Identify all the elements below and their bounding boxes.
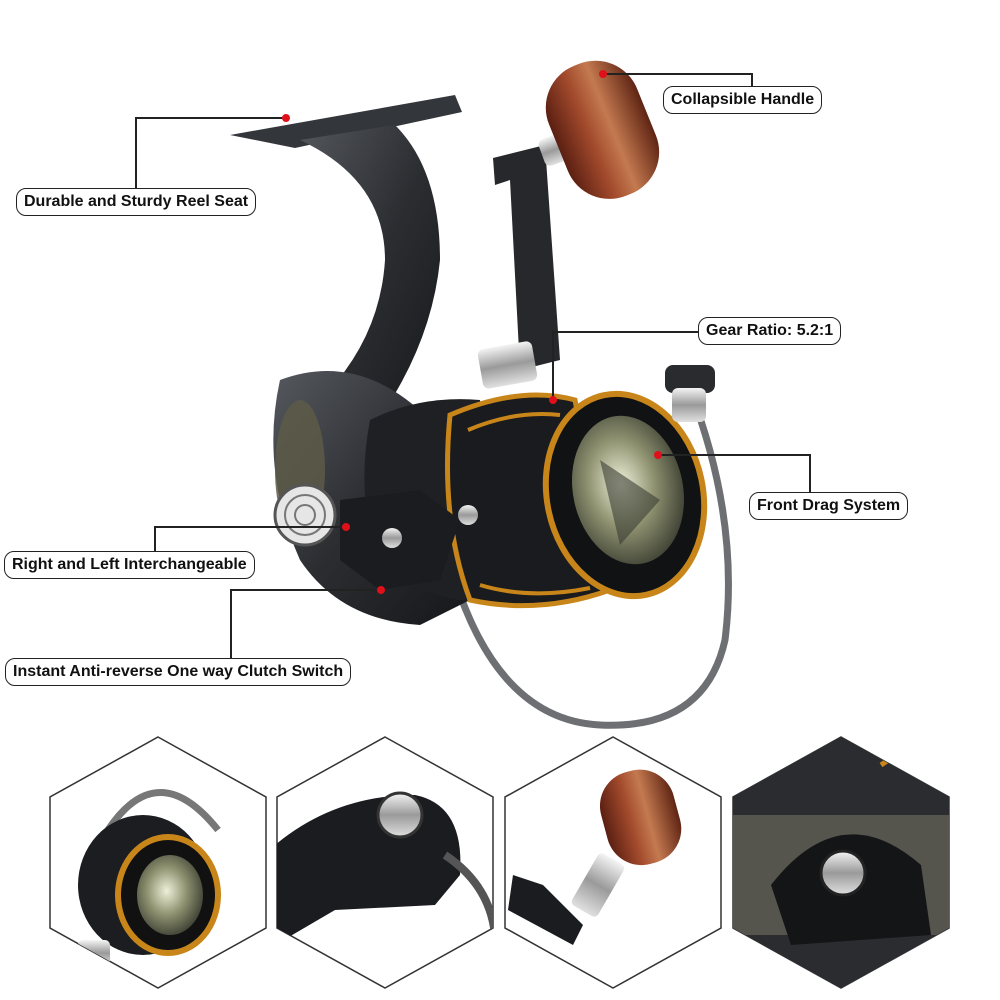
main-reel-image	[135, 60, 811, 729]
detail-thumb-spool	[49, 736, 267, 989]
wood-knob	[545, 60, 660, 199]
leader-lines	[135, 73, 811, 658]
bail-wire	[451, 386, 732, 729]
callout-reel-seat: Durable and Sturdy Reel Seat	[16, 188, 257, 216]
side-knob	[273, 483, 337, 547]
reel-seat-foot	[230, 95, 462, 148]
callout-gear-ratio: Gear Ratio: 5.2:1	[698, 317, 842, 345]
detail-thumb-clutch	[732, 736, 950, 989]
callout-clutch: Instant Anti-reverse One way Clutch Swit…	[5, 658, 352, 686]
detail-thumb-handle	[504, 736, 722, 989]
callout-handle: Collapsible Handle	[663, 86, 823, 114]
callout-front-drag: Front Drag System	[749, 492, 909, 520]
callout-interchangeable: Right and Left Interchangeable	[4, 551, 255, 579]
detail-thumb-bracket	[276, 736, 494, 989]
handle-arm	[493, 145, 560, 370]
reel-stem	[295, 125, 440, 450]
leader-dots	[282, 70, 662, 594]
